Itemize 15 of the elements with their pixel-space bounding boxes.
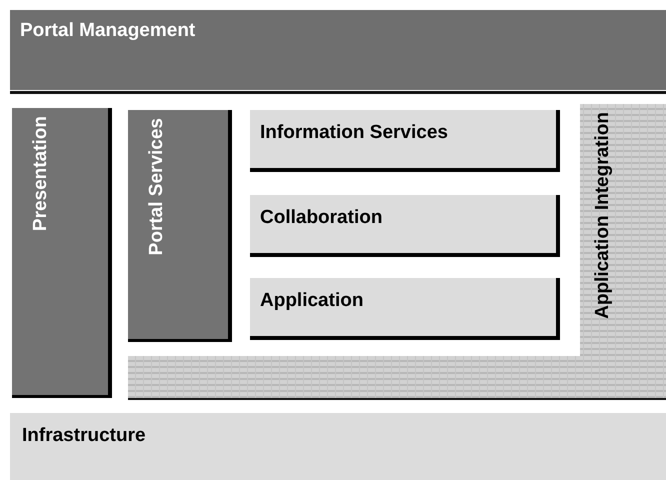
service-box xyxy=(250,195,560,257)
service-box xyxy=(250,278,560,340)
base-band xyxy=(10,413,666,480)
layer-label: Infrastructure xyxy=(22,425,146,447)
layer-label: Application xyxy=(260,290,364,312)
layer-column xyxy=(12,108,112,398)
service-box xyxy=(250,110,560,172)
layer-label: Presentation xyxy=(30,116,52,232)
header-band xyxy=(10,10,666,90)
layer-label: Information Services xyxy=(260,122,448,144)
layer-column xyxy=(128,110,232,342)
layer-label: Portal Services xyxy=(146,118,168,256)
layer-label: Collaboration xyxy=(260,207,382,229)
layer-label: Portal Management xyxy=(20,20,196,42)
layer-label: Application Integration xyxy=(592,112,614,319)
